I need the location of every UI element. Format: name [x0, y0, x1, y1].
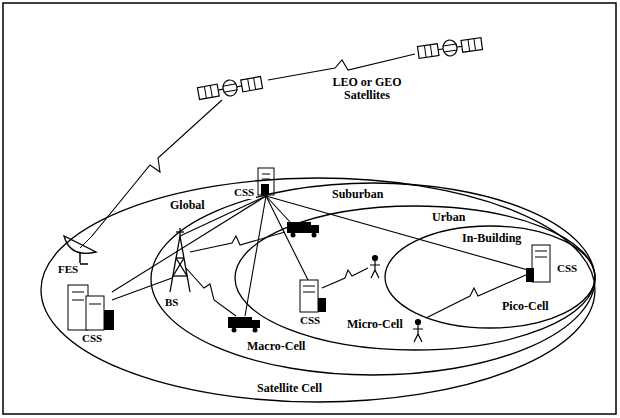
truck-body: [287, 222, 311, 233]
cell-outline: [40, 177, 596, 403]
cell-label: Micro-Cell: [345, 318, 405, 331]
cell-label: Urban: [430, 211, 467, 224]
vehicle-icon: [287, 222, 319, 238]
dish: [64, 236, 96, 253]
window-row: [303, 286, 315, 287]
body: [413, 325, 423, 342]
head: [416, 320, 421, 325]
cell-ellipse: [235, 206, 595, 350]
cell-region: In-BuildingPico-Cell: [384, 225, 596, 329]
cell-label: Pico-Cell: [500, 300, 551, 313]
station-label: CSS: [80, 332, 104, 345]
switch-box: [526, 268, 534, 282]
building: [300, 280, 318, 312]
building-icon: [526, 245, 550, 282]
station-label: FES: [56, 263, 80, 276]
tower-brace: [173, 275, 187, 276]
wire-link: [245, 196, 266, 316]
window-row: [72, 300, 84, 301]
window-row: [262, 174, 270, 175]
tower-brace: [176, 257, 184, 258]
cell-region: In-BuildingPico-CellUrbanMicro-CellSubur…: [150, 182, 596, 376]
window-row: [535, 251, 547, 252]
satellite-label: LEO or GEO Satellites: [325, 76, 409, 102]
truck-body: [228, 317, 252, 328]
dish-feed: [80, 236, 92, 248]
switch-box: [318, 298, 326, 312]
wire-link: [266, 196, 528, 270]
cell-outline: [150, 182, 596, 376]
cell-ellipse: [385, 226, 595, 328]
cell-label: In-Building: [460, 232, 523, 245]
cell-label: Suburban: [330, 188, 385, 201]
cell-region: In-BuildingPico-CellUrbanMicro-Cell: [234, 205, 596, 351]
wire-link: [266, 196, 308, 280]
switch-box: [261, 184, 269, 195]
cell-label: Macro-Cell: [245, 340, 307, 353]
building: [86, 296, 104, 330]
tower-leg: [180, 236, 190, 292]
radio-link: [322, 268, 368, 288]
cell-region: In-BuildingPico-CellUrbanMicro-CellSubur…: [40, 177, 596, 403]
window-row: [303, 292, 315, 293]
window-row: [72, 292, 84, 293]
cell-label: Satellite Cell: [255, 382, 324, 395]
frame: [3, 3, 616, 414]
wheel: [312, 233, 317, 238]
wheel: [253, 328, 258, 333]
tower-brace: [176, 258, 187, 276]
tower-leg: [170, 236, 180, 292]
satellite: [417, 36, 483, 61]
building: [258, 168, 274, 195]
body: [370, 261, 380, 278]
truck-cab: [311, 225, 319, 233]
switch-box: [104, 310, 114, 330]
truck-cab: [252, 320, 260, 328]
wheel: [232, 328, 237, 333]
earth-station-dish: [64, 236, 96, 264]
person-icon: [370, 256, 380, 279]
station-label: BS: [163, 296, 180, 309]
radio-link: [186, 268, 236, 316]
person-icon: [413, 320, 423, 343]
cell-outline: [234, 205, 596, 351]
building: [532, 245, 550, 282]
cell-label: Global: [168, 199, 207, 212]
head: [373, 256, 378, 261]
building-icon: [258, 168, 274, 195]
vehicle-icon: [228, 317, 260, 333]
window-row: [535, 257, 547, 258]
tower-brace: [173, 258, 184, 276]
satellite: [197, 75, 263, 102]
station-label: CSS: [555, 262, 579, 275]
wheel: [291, 233, 296, 238]
station-label: CSS: [298, 314, 322, 327]
building-icon: [68, 285, 114, 330]
cell-ellipse: [151, 183, 595, 375]
building-icon: [300, 280, 326, 312]
cell-ellipse: [41, 178, 595, 402]
building: [68, 285, 88, 330]
station-label: CSS: [232, 186, 256, 199]
window-row: [89, 304, 101, 305]
